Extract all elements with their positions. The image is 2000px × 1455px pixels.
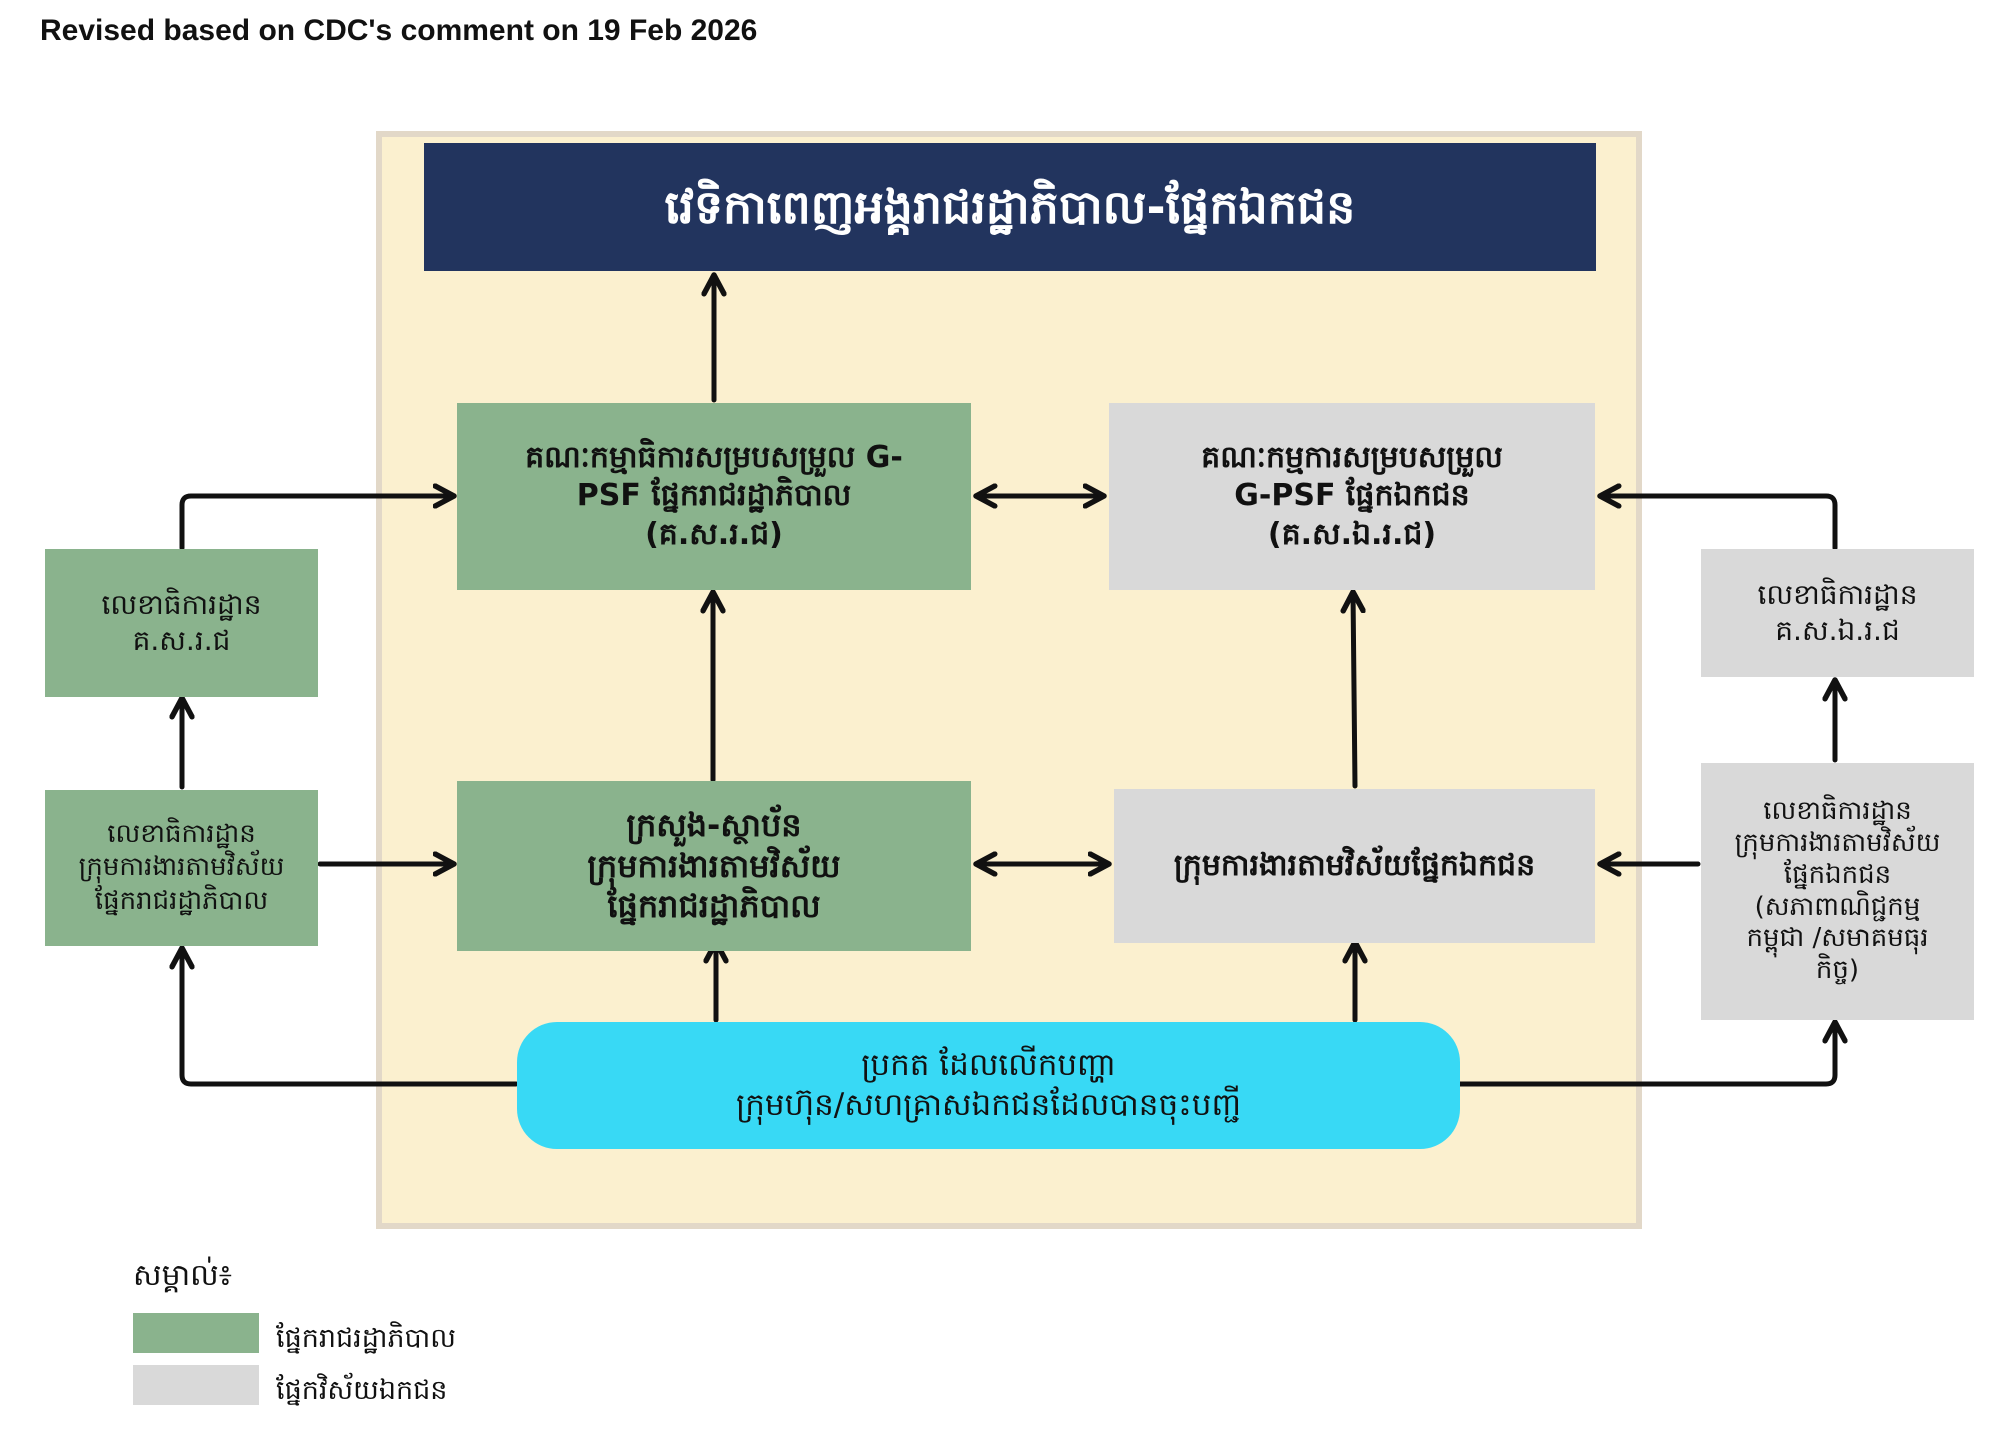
ministries-line: ផ្នែករាជរដ្ឋាភិបាល (607, 887, 821, 926)
gov-wg-secretariat-box: លេខាធិការដ្ឋាន ក្រុមការងារតាមវិស័យ ផ្នែក… (45, 790, 318, 946)
priv-committee-box: គណៈកម្មការសម្របសម្រួល G-PSF ផ្នែកឯកជន (គ… (1109, 403, 1595, 590)
legend-swatch-government (133, 1313, 259, 1353)
priv-secretariat-line: លេខាធិការដ្ឋាន (1757, 578, 1918, 612)
legend-label-private: ផ្នែកវិស័យឯកជន (276, 1375, 448, 1406)
priv-wg-secretariat-line: ក្រុមការងារតាមវិស័យ (1734, 828, 1941, 859)
gov-secretariat-box: លេខាធិការដ្ឋាន គ.ស.រ.ជ (45, 549, 318, 697)
private-sector-line: ក្រុមហ៊ុន/សហគ្រាសឯកជនដែលបានចុះបញ្ជី (736, 1086, 1241, 1123)
priv-secretariat-box: លេខាធិការដ្ឋាន គ.ស.ឯ.រ.ជ (1701, 549, 1974, 677)
gov-secretariat-line: គ.ស.រ.ជ (132, 624, 231, 657)
gov-wg-secretariat-line: លេខាធិការដ្ឋាន (107, 819, 256, 850)
priv-wg-box: ក្រុមការងារតាមវិស័យផ្នែកឯកជន (1114, 789, 1595, 943)
ministries-box: ក្រសួង-ស្ថាប័ន ក្រុមការងារតាមវិស័យ ផ្នែក… (457, 781, 971, 951)
priv-wg-secretariat-box: លេខាធិការដ្ឋាន ក្រុមការងារតាមវិស័យ ផ្នែក… (1701, 763, 1974, 1020)
gov-committee-line: PSF ផ្នែករាជរដ្ឋាភិបាល (576, 478, 852, 514)
priv-committee-line: (គ.ស.ឯ.រ.ជ) (1267, 516, 1437, 552)
priv-wg-secretariat-line: កិច្ច) (1815, 954, 1860, 985)
priv-wg-secretariat-line: ផ្នែកឯកជន (1783, 859, 1892, 890)
priv-wg-line: ក្រុមការងារតាមវិស័យផ្នែកឯកជន (1173, 847, 1536, 883)
gov-wg-secretariat-line: ផ្នែករាជរដ្ឋាភិបាល (94, 885, 269, 916)
priv-secretariat-line: គ.ស.ឯ.រ.ជ (1775, 614, 1900, 647)
arrow-gov-secretariat-to-gov-committee (179, 496, 454, 551)
gov-wg-secretariat-line: ក្រុមការងារតាមវិស័យ (78, 852, 285, 883)
private-sector-box: ប្រកត ដែលលើកបញ្ហា ក្រុមហ៊ុន/សហគ្រាសឯកជនដ… (517, 1022, 1460, 1149)
priv-committee-line: គណៈកម្មការសម្របសម្រួល (1201, 439, 1503, 475)
arrow-private-sector-to-priv-wg-secretariat (1456, 1022, 1835, 1087)
gov-committee-line: គណៈកម្មាធិការសម្របសម្រួល G- (525, 439, 903, 475)
ministries-line: ក្រុមការងារតាមវិស័យ (587, 846, 841, 885)
ministries-line: ក្រសួង-ស្ថាប័ន (626, 805, 802, 844)
priv-wg-secretariat-line: កម្ពុជា /សមាគមធុរ (1746, 923, 1929, 954)
private-sector-line: ប្រកត ដែលលើកបញ្ហា (861, 1046, 1116, 1083)
arrow-priv-secretariat-to-priv-committee (1600, 496, 1838, 551)
arrow-priv-wg-to-priv-committee (1353, 592, 1355, 789)
priv-wg-secretariat-line: (សភាពាណិជ្ជកម្ម (1754, 891, 1921, 922)
legend-label-government: ផ្នែករាជរដ្ឋាភិបាល (276, 1323, 456, 1354)
plenary-forum-box: វេទិកាពេញអង្គរាជរដ្ឋាភិបាល-ផ្នែកឯកជន (424, 143, 1596, 271)
plenary-forum-line: វេទិកាពេញអង្គរាជរដ្ឋាភិបាល-ផ្នែកឯកជន (664, 179, 1356, 234)
legend-title: សម្គាល់៖ (133, 1258, 232, 1293)
revision-note: Revised based on CDC's comment on 19 Feb… (40, 14, 758, 47)
priv-committee-line: G-PSF ផ្នែកឯកជន (1234, 478, 1470, 514)
gov-committee-line: (គ.ស.រ.ជ) (645, 516, 783, 552)
legend-swatch-private (133, 1365, 259, 1405)
gov-committee-box: គណៈកម្មាធិការសម្របសម្រួល G- PSF ផ្នែករាជ… (457, 403, 971, 590)
arrow-private-sector-to-gov-wg-secretariat (182, 948, 519, 1087)
gov-secretariat-line: លេខាធិការដ្ឋាន (101, 588, 262, 622)
priv-wg-secretariat-line: លេខាធិការដ្ឋាន (1763, 796, 1912, 827)
